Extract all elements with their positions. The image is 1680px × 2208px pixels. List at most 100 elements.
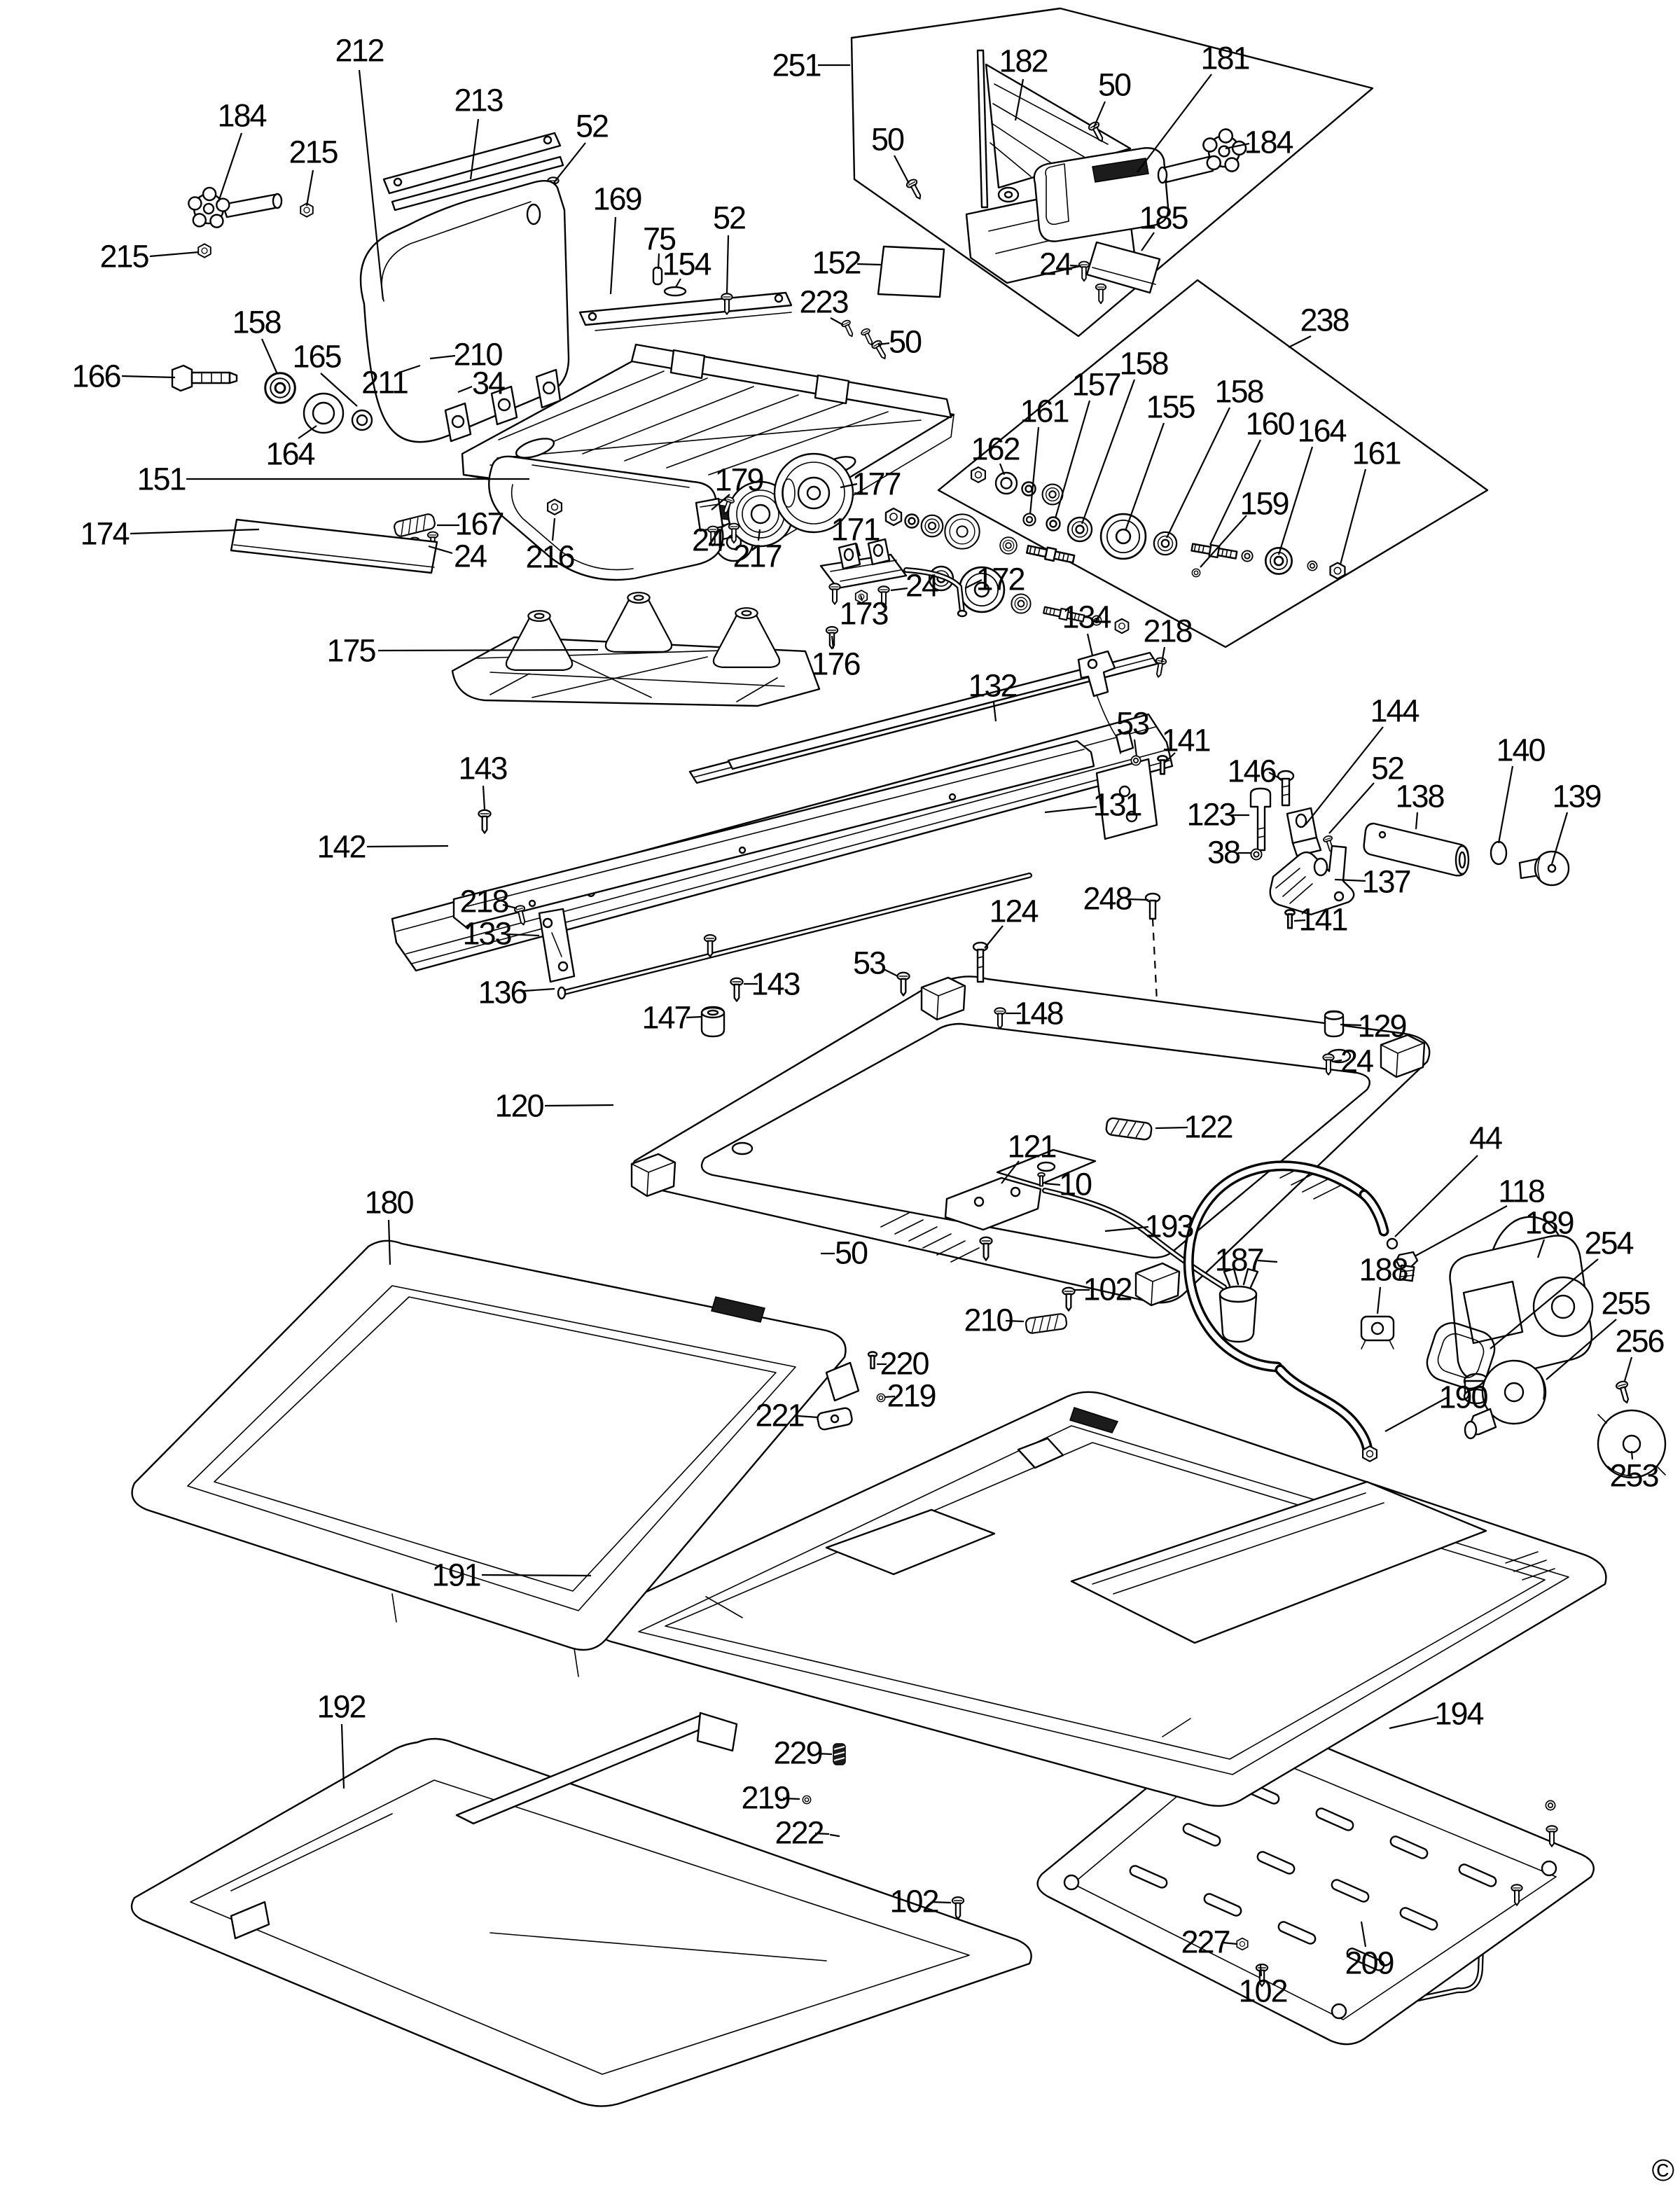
leader-line-248	[1127, 898, 1149, 901]
leader-line-169	[609, 216, 617, 295]
part-140-oring	[1490, 840, 1508, 866]
part-label-157: 157	[1071, 367, 1120, 403]
part-177-wheel	[773, 452, 854, 534]
leader-line-132	[992, 702, 997, 722]
part-label-180: 180	[364, 1185, 413, 1221]
part-147-bushing	[700, 1006, 726, 1038]
part-label-140: 140	[1496, 732, 1545, 768]
leader-line-142	[366, 845, 449, 848]
part-label-221: 221	[755, 1398, 803, 1433]
part-label-118: 118	[1498, 1174, 1545, 1209]
support-foot	[604, 592, 673, 653]
leader-line-122	[1155, 1126, 1188, 1130]
part-50-screw	[870, 338, 890, 362]
part-label-190: 190	[1438, 1380, 1487, 1415]
part-label-175: 175	[326, 633, 375, 669]
leader-line-215	[149, 251, 200, 258]
part-38-washer	[1250, 848, 1263, 861]
part-label-184: 184	[1244, 125, 1293, 160]
part-label-211: 211	[361, 365, 408, 401]
part-label-193: 193	[1144, 1209, 1193, 1244]
part-label-52: 52	[1371, 751, 1403, 786]
leader-line-102	[931, 1901, 952, 1904]
part-label-24: 24	[1340, 1043, 1373, 1079]
leader-line-166	[121, 375, 176, 379]
leader-line-159	[1200, 515, 1247, 568]
part-label-52: 52	[576, 109, 608, 144]
part-175-undercarriage	[451, 592, 821, 707]
part-24-screw	[1095, 283, 1107, 305]
leader-line-157	[1054, 400, 1091, 519]
leader-line-10	[1044, 1182, 1061, 1186]
leader-line-34	[457, 385, 473, 394]
part-label-144: 144	[1370, 693, 1419, 729]
leader-line-177	[840, 482, 858, 489]
leader-line-136	[523, 987, 555, 992]
leader-line-216	[551, 518, 556, 541]
part-255-impeller-cover	[1464, 1359, 1547, 1440]
part-label-24: 24	[454, 539, 487, 574]
washer-part	[1545, 1800, 1556, 1811]
leader-line-187	[1257, 1259, 1278, 1263]
part-171-bracket	[819, 538, 908, 590]
part-label-75: 75	[643, 221, 676, 257]
leader-line-219	[782, 1797, 800, 1800]
part-label-192: 192	[317, 1689, 365, 1725]
brand-patch	[1092, 158, 1149, 183]
screw-part	[1062, 1286, 1076, 1312]
part-129-bushing	[1324, 1010, 1345, 1038]
part-label-160: 160	[1245, 406, 1294, 442]
part-120-base-frame	[630, 975, 1431, 1307]
part-187-hose	[1183, 1160, 1389, 1373]
washer-part	[1241, 550, 1254, 562]
part-label-120: 120	[494, 1088, 543, 1124]
part-221-latch	[817, 1407, 853, 1431]
leader-line-179	[711, 494, 730, 511]
leader-line-213	[469, 118, 480, 180]
part-158-bearing	[1067, 516, 1093, 543]
leader-line-52	[553, 142, 586, 184]
part-label-162: 162	[971, 431, 1019, 467]
part-label-253: 253	[1609, 1458, 1658, 1494]
leader-line-50	[894, 155, 910, 184]
part-133-arm	[538, 908, 576, 983]
part-191-water-tub	[592, 1391, 1607, 1807]
part-label-143: 143	[751, 966, 800, 1002]
part-label-215: 215	[289, 134, 338, 170]
leader-line-222	[814, 1832, 830, 1835]
part-label-177: 177	[852, 466, 900, 502]
part-label-148: 148	[1014, 996, 1063, 1032]
leader-line-44	[1394, 1155, 1478, 1237]
part-219-washer	[802, 1795, 812, 1805]
leader-line-141	[1163, 752, 1176, 764]
part-192-lower-tray	[130, 1711, 1032, 2107]
part-184-knob	[185, 183, 283, 234]
part-154-oring	[663, 286, 687, 297]
part-label-171: 171	[831, 512, 879, 548]
part-142-angle-rail	[452, 740, 1095, 930]
part-label-173: 173	[839, 596, 888, 632]
part-134-bracket	[1077, 650, 1134, 754]
part-248-screw	[1144, 892, 1161, 920]
leader-line-180	[387, 1219, 391, 1265]
part-label-229: 229	[773, 1735, 821, 1771]
part-158-bearing	[264, 372, 296, 404]
leader-line-174	[130, 528, 260, 535]
part-label-217: 217	[733, 539, 781, 574]
part-155-roller	[1099, 513, 1147, 560]
part-121-foot-plate	[944, 1176, 1042, 1261]
leader-line-184	[217, 132, 243, 202]
part-label-169: 169	[592, 181, 641, 217]
part-label-137: 137	[1361, 864, 1410, 900]
part-161-nut	[1329, 562, 1346, 580]
part-216-nut	[547, 499, 562, 515]
leader-line-188	[1376, 1286, 1382, 1314]
part-137-pivot-bracket	[1269, 845, 1355, 916]
part-label-141: 141	[1298, 902, 1347, 938]
part-label-220: 220	[880, 1346, 929, 1382]
part-label-50: 50	[871, 122, 904, 158]
leader-line-133	[505, 933, 540, 937]
part-label-172: 172	[976, 562, 1024, 597]
leader-line-50	[1092, 101, 1106, 128]
